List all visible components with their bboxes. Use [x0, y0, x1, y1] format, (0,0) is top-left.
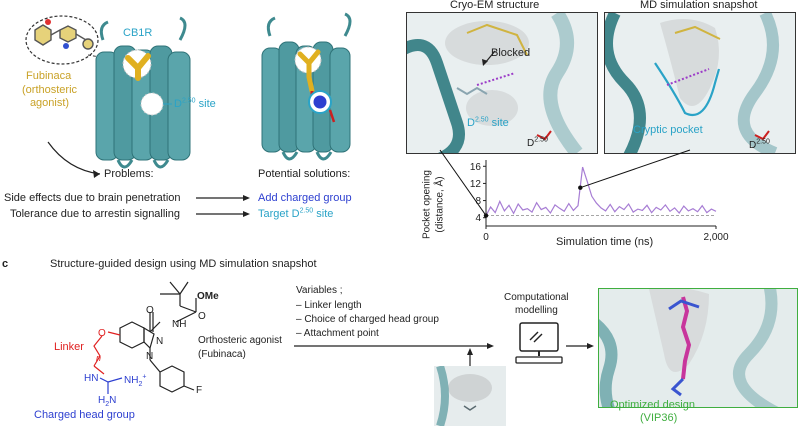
o-atom-2: O: [146, 305, 154, 316]
ligand-name: Fubinaca: [26, 70, 72, 82]
charged-head-label: Charged head group: [34, 409, 135, 421]
chart-ytick-label: 16: [470, 162, 482, 173]
ligand-molecule-icon: [34, 19, 94, 50]
f-atom: F: [196, 385, 203, 396]
cryo-panel-title: Cryo-EM structure: [450, 0, 540, 11]
comp-modelling-line1: Computational: [504, 292, 569, 303]
variable-item-3: – Attachment point: [296, 328, 379, 339]
md-thumbnail: [434, 366, 506, 426]
chart-leader-md: [580, 149, 691, 189]
optimized-art: [599, 289, 779, 407]
o-atom: O: [198, 311, 206, 322]
orthosteric-label: Orthosteric agonist: [198, 335, 282, 346]
section-c-title: Structure-guided design using MD simulat…: [50, 258, 317, 270]
nh-label: NH: [172, 319, 187, 330]
receptor-2-helices: [261, 12, 352, 161]
chart-xlabel: Simulation time (ns): [556, 236, 654, 248]
cryptic-pocket-label: Cryptic pocket: [633, 124, 703, 136]
chart-xtick-label: 0: [483, 232, 489, 243]
variable-item-2: – Choice of charged head group: [296, 314, 439, 325]
blocked-label: Blocked: [491, 47, 531, 59]
md-panel-title: MD simulation snapshot: [640, 0, 758, 11]
cryo-panel: Blocked D2.50 site D2.50: [406, 12, 598, 154]
problems-title: Problems:: [104, 168, 154, 180]
hn-label: HN: [84, 373, 99, 384]
comp-modelling-line2: modelling: [515, 305, 558, 316]
receptor-label: CB1R: [123, 27, 153, 39]
site-label: D2.50 site: [174, 97, 216, 110]
chart-leader-cryo: [439, 149, 487, 216]
n-atom: N: [156, 336, 164, 347]
optimized-line1: Optimized design: [610, 399, 695, 411]
variables-title: Variables ;: [296, 285, 343, 296]
ligand-role: (orthosteric agonist): [22, 84, 78, 109]
orthosteric-name: (Fubinaca): [198, 349, 246, 360]
n-repeat-label: n: [96, 353, 102, 363]
h2n-label: H2N: [98, 395, 117, 408]
chart-ytick-label: 8: [475, 196, 481, 207]
chart-xtick-label: 2,000: [703, 232, 728, 243]
problem-2: Tolerance due to arrestin signalling: [10, 208, 180, 220]
md-residue: D2.50: [749, 138, 770, 151]
receptor-1-helices: [95, 16, 191, 169]
linker-label: Linker: [54, 341, 84, 353]
chart-ytick-label: 12: [470, 179, 482, 190]
linker-o-atom: O: [98, 328, 106, 339]
variable-item-1: – Linker length: [296, 300, 362, 311]
solution-2: Target D2.50 site: [258, 207, 334, 220]
md-art: [605, 13, 779, 153]
cryo-residue: D2.50: [527, 136, 548, 149]
solutions-title: Potential solutions:: [258, 168, 351, 180]
optimized-panel: [598, 288, 798, 408]
cryo-site-label: D2.50 site: [467, 116, 509, 129]
n-atom-2: N: [146, 351, 154, 362]
nh2-plus-label: NH2+: [124, 373, 147, 388]
md-panel: Cryptic pocket D2.50: [604, 12, 796, 154]
cryo-art: [407, 13, 583, 153]
ome-label: OMe: [197, 291, 219, 302]
problem-1: Side effects due to brain penetration: [4, 192, 181, 204]
chart-series-line: [485, 166, 717, 216]
chart-ytick-label: 4: [475, 213, 481, 224]
solution-1: Add charged group: [258, 192, 352, 204]
section-c-label: c: [2, 258, 9, 270]
